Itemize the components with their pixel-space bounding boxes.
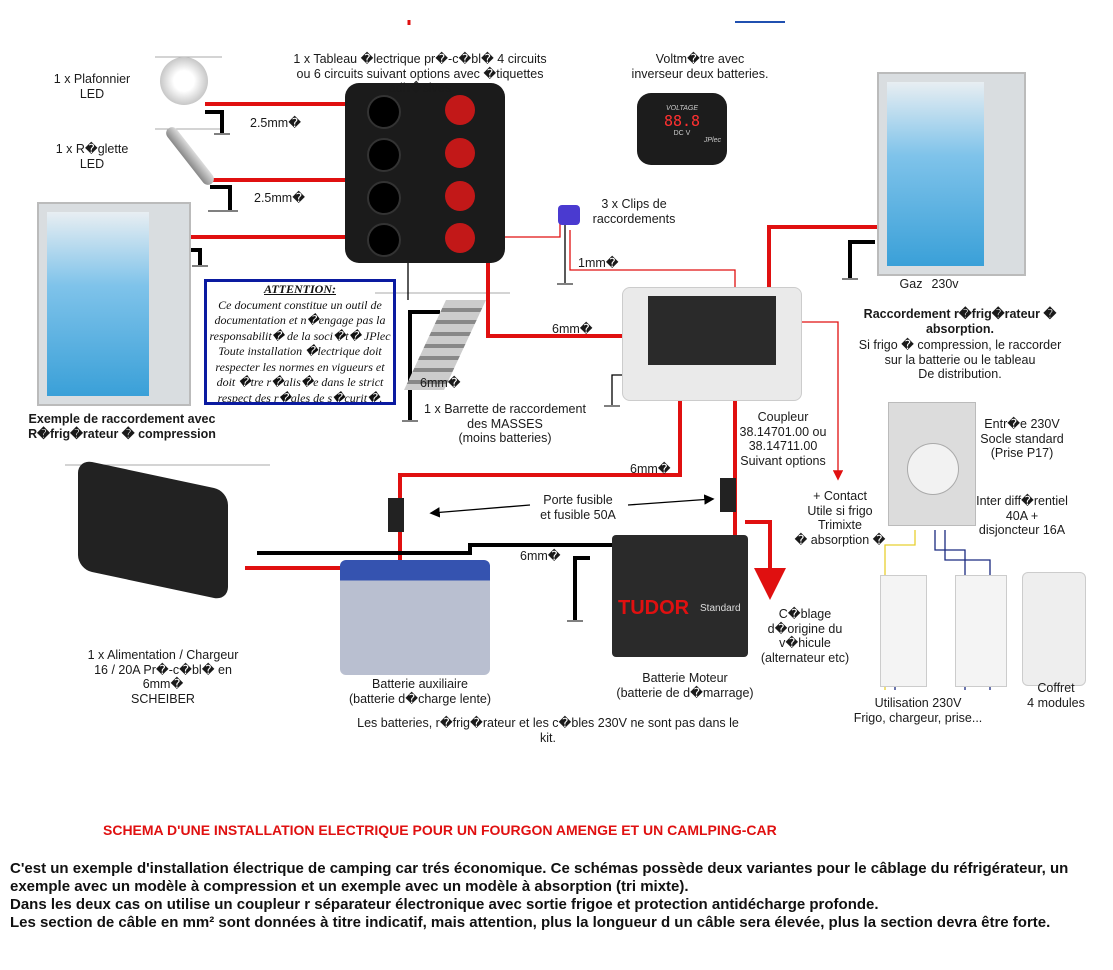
connection-clip-image [558, 205, 580, 225]
wire-section-label: 2.5mm� [250, 116, 302, 130]
wire-section-label: 6mm� [420, 376, 461, 390]
wire-section-label: 6mm� [630, 462, 671, 476]
absorption-fridge-caption: Raccordement r�frig�rateur � absorption. [863, 307, 1057, 336]
circuit-breaker-image [880, 575, 927, 687]
fuse-label: Porte fusible et fusible 50A [540, 493, 616, 522]
absorption-fridge-note: Si frigo � compression, le raccorder sur… [858, 338, 1062, 381]
aux-battery-label: Batterie auxiliaire (batterie d�charge l… [348, 677, 492, 706]
enclosure-image [1022, 572, 1086, 686]
differential-switch-image [955, 575, 1007, 687]
description: C'est un exemple d'installation électriq… [10, 860, 1069, 931]
switch-panel-image [345, 83, 505, 263]
wire-section-label: 6mm� [520, 549, 561, 563]
compression-fridge-caption: Exemple de raccordement avec R�frig�rate… [28, 412, 216, 441]
fuse-holder-aux [388, 498, 404, 532]
socket-label: Entr�e 230V Socle standard (Prise P17) [980, 417, 1064, 460]
ground-bar-label: 1 x Barrette de raccordement des MASSES … [424, 402, 586, 445]
attention-notice: ATTENTION: Ce document constitue un outi… [204, 279, 396, 405]
coupler-image [622, 287, 802, 401]
wire-section-label: 1mm� [578, 256, 619, 270]
engine-battery-image: TUDOR Standard [612, 535, 748, 657]
ceiling-light-image [160, 57, 208, 105]
compression-fridge-image [37, 202, 191, 406]
diagram-title: SCHEMA D'UNE INSTALLATION ELECTRIQUE POU… [103, 822, 777, 838]
switch-panel-label: 1 x Tableau �lectrique pr�-c�bl� 4 circu… [293, 52, 547, 95]
voltmeter-image: VOLTAGE 88.8 DC V JPlec [637, 93, 727, 165]
ceiling-light-label: 1 x Plafonnier LED [53, 72, 131, 101]
usage-230v-label: Utilisation 230V Frigo, chargeur, prise.… [853, 696, 983, 725]
coupler-label: Coupleur 38.14701.00 ou 38.14711.00 Suiv… [739, 410, 827, 468]
voltmeter-label: Voltm�tre avec inverseur deux batteries. [631, 52, 769, 81]
enclosure-label: Coffret 4 modules [1027, 681, 1085, 710]
differential-label: Inter diff�rentiel 40A + disjoncteur 16A [976, 494, 1068, 537]
wire-section-label: 2.5mm� [254, 191, 306, 205]
absorption-fridge-image [877, 72, 1026, 276]
socket-image [888, 402, 976, 526]
wire-section-label: 6mm� [552, 322, 593, 336]
vehicle-wiring-label: C�blage d�origine du v�hicule (alternate… [760, 607, 850, 665]
engine-battery-label: Batterie Moteur (batterie de d�marrage) [616, 671, 754, 700]
led-strip-label: 1 x R�glette LED [55, 142, 129, 171]
not-included-note: Les batteries, r�frig�rateur et les c�bl… [357, 716, 739, 745]
contact-label: + Contact Utile si frigo Trimixte � abso… [794, 489, 886, 547]
charger-label: 1 x Alimentation / Chargeur 16 / 20A Pr�… [87, 648, 239, 706]
clips-label: 3 x Clips de raccordements [592, 197, 676, 226]
auxiliary-battery-image [340, 560, 490, 675]
230v-label: 230v [931, 277, 959, 291]
fuse-holder-engine [720, 478, 736, 512]
gas-label: Gaz [899, 277, 923, 291]
